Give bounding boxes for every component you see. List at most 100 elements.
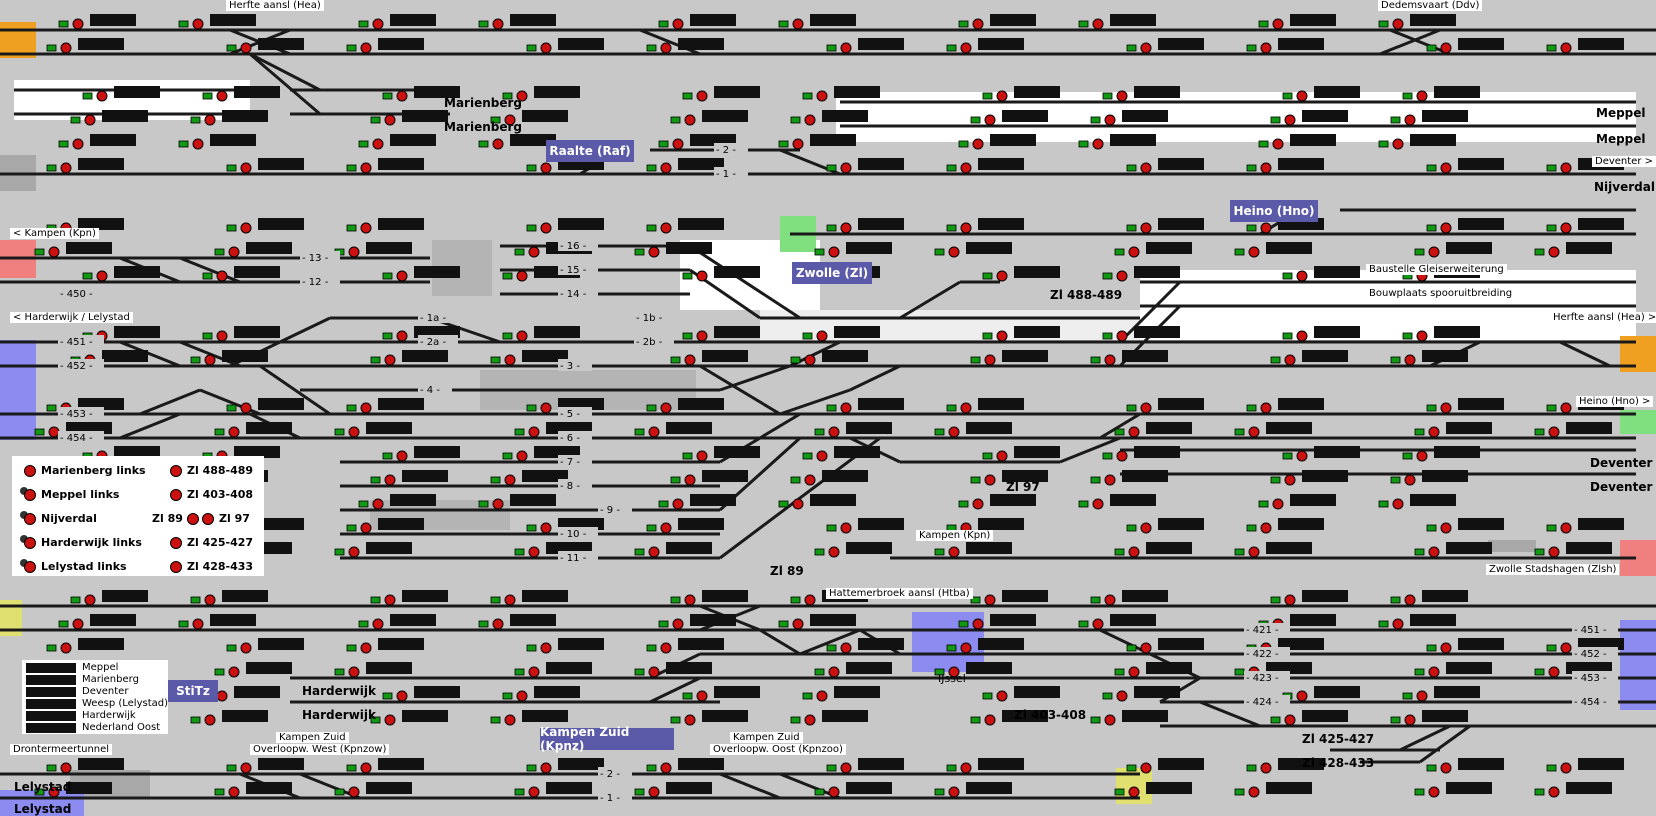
signal-icon[interactable]	[660, 42, 672, 54]
train-number-block[interactable]	[1158, 518, 1204, 530]
train-number-block[interactable]	[1158, 398, 1204, 410]
train-number-block[interactable]	[366, 662, 412, 674]
signal-icon[interactable]	[672, 498, 684, 510]
signal-icon[interactable]	[1248, 246, 1260, 258]
legend-item[interactable]: Zl 425-427	[170, 536, 253, 549]
train-number-block[interactable]	[210, 14, 256, 26]
signal-icon[interactable]	[1440, 762, 1452, 774]
signal-icon[interactable]	[792, 618, 804, 630]
signal-icon[interactable]	[996, 90, 1008, 102]
signal-icon[interactable]	[804, 714, 816, 726]
train-number-block[interactable]	[402, 350, 448, 362]
signal-icon[interactable]	[1560, 402, 1572, 414]
train-number-block[interactable]	[534, 86, 580, 98]
signal-icon[interactable]	[216, 330, 228, 342]
train-number-block[interactable]	[1002, 470, 1048, 482]
train-number-block[interactable]	[990, 134, 1036, 146]
signal-icon[interactable]	[360, 162, 372, 174]
train-number-block[interactable]	[258, 518, 304, 530]
train-number-block[interactable]	[510, 494, 556, 506]
signal-icon[interactable]	[972, 498, 984, 510]
train-number-block[interactable]	[234, 266, 280, 278]
train-number-block[interactable]	[810, 494, 856, 506]
train-number-block[interactable]	[678, 38, 724, 50]
signal-icon[interactable]	[72, 18, 84, 30]
signal-icon[interactable]	[960, 642, 972, 654]
signal-icon[interactable]	[840, 162, 852, 174]
train-number-block[interactable]	[66, 242, 112, 254]
signal-icon[interactable]	[1416, 330, 1428, 342]
train-number-block[interactable]	[666, 662, 712, 674]
train-number-block[interactable]	[390, 494, 436, 506]
signal-icon[interactable]	[972, 138, 984, 150]
station-stitz[interactable]: StiTz	[168, 680, 218, 702]
signal-icon[interactable]	[540, 222, 552, 234]
signal-icon[interactable]	[48, 246, 60, 258]
train-number-block[interactable]	[1458, 158, 1504, 170]
signal-icon[interactable]	[804, 114, 816, 126]
train-number-block[interactable]	[978, 518, 1024, 530]
signal-icon[interactable]	[1284, 354, 1296, 366]
legend-item[interactable]: Harderwijk links	[24, 536, 142, 549]
signal-icon[interactable]	[1272, 498, 1284, 510]
signal-icon[interactable]	[660, 642, 672, 654]
train-number-block[interactable]	[966, 242, 1012, 254]
signal-icon[interactable]	[1404, 714, 1416, 726]
signal-icon[interactable]	[1284, 714, 1296, 726]
signal-icon[interactable]	[672, 138, 684, 150]
signal-icon[interactable]	[396, 690, 408, 702]
signal-icon[interactable]	[684, 594, 696, 606]
train-number-block[interactable]	[978, 158, 1024, 170]
train-number-block[interactable]	[834, 326, 880, 338]
train-number-block[interactable]	[1122, 350, 1168, 362]
train-number-block[interactable]	[90, 134, 136, 146]
signal-icon[interactable]	[972, 618, 984, 630]
signal-icon[interactable]	[240, 162, 252, 174]
signal-icon[interactable]	[1092, 18, 1104, 30]
train-number-block[interactable]	[258, 758, 304, 770]
train-number-block[interactable]	[1458, 638, 1504, 650]
signal-icon[interactable]	[1104, 474, 1116, 486]
train-number-block[interactable]	[1134, 326, 1180, 338]
train-number-block[interactable]	[666, 422, 712, 434]
train-number-block[interactable]	[1002, 590, 1048, 602]
station-kampen-zuid[interactable]: Kampen Zuid (Kpnz)	[540, 725, 674, 753]
signal-icon[interactable]	[1128, 546, 1140, 558]
signal-icon[interactable]	[672, 618, 684, 630]
train-number-block[interactable]	[1566, 422, 1612, 434]
legend-item[interactable]: Zl 428-433	[170, 560, 253, 573]
signal-icon[interactable]	[204, 354, 216, 366]
signal-icon[interactable]	[1248, 786, 1260, 798]
signal-icon[interactable]	[672, 18, 684, 30]
signal-icon[interactable]	[1428, 546, 1440, 558]
train-number-block[interactable]	[1422, 590, 1468, 602]
train-number-block[interactable]	[1014, 326, 1060, 338]
signal-icon[interactable]	[1404, 114, 1416, 126]
signal-icon[interactable]	[1296, 690, 1308, 702]
train-number-block[interactable]	[390, 14, 436, 26]
signal-icon[interactable]	[1440, 522, 1452, 534]
signal-icon[interactable]	[984, 114, 996, 126]
train-number-block[interactable]	[846, 422, 892, 434]
train-number-block[interactable]	[366, 422, 412, 434]
train-number-block[interactable]	[846, 662, 892, 674]
signal-icon[interactable]	[1260, 162, 1272, 174]
train-number-block[interactable]	[1134, 86, 1180, 98]
train-number-block[interactable]	[1578, 758, 1624, 770]
signal-icon[interactable]	[504, 594, 516, 606]
legend-item[interactable]: Nijverdal	[24, 512, 97, 525]
train-number-block[interactable]	[1422, 110, 1468, 122]
train-number-block[interactable]	[378, 638, 424, 650]
label-kampen-exit[interactable]: < Kampen (Kpn)	[10, 228, 99, 239]
signal-icon[interactable]	[948, 786, 960, 798]
signal-icon[interactable]	[648, 246, 660, 258]
signal-icon[interactable]	[660, 162, 672, 174]
train-number-block[interactable]	[1410, 134, 1456, 146]
train-number-block[interactable]	[366, 782, 412, 794]
signal-icon[interactable]	[240, 642, 252, 654]
signal-icon[interactable]	[60, 642, 72, 654]
signal-icon[interactable]	[384, 354, 396, 366]
signal-icon[interactable]	[240, 222, 252, 234]
signal-icon[interactable]	[1560, 522, 1572, 534]
signal-icon[interactable]	[1140, 402, 1152, 414]
